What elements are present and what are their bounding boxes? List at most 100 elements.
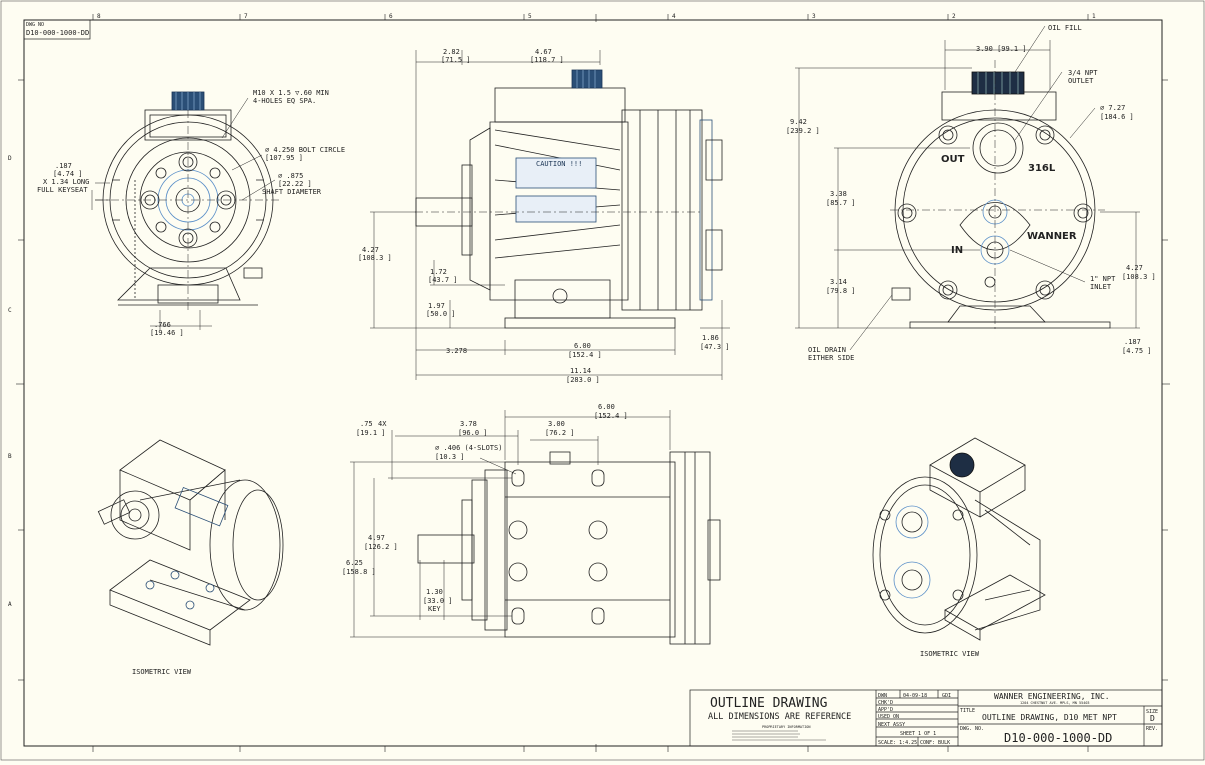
corner-number: D10-000-1000-DD: [26, 29, 89, 37]
side-d5-1: 1.97: [428, 302, 445, 310]
title-proprietary: PROPRIETARY INFORMATION: [762, 725, 810, 729]
zone-letter-c: C: [8, 307, 12, 314]
title-dwn-date: 04-09-18: [903, 693, 927, 699]
title-conf-label: CONF: BULK: [920, 740, 950, 746]
zone-letter-d: D: [8, 155, 12, 162]
front-shaft-3: SHAFT DIAMETER: [262, 188, 322, 196]
side-d8-1: 11.14: [570, 367, 591, 375]
bottom-d3-1: 3.78: [460, 420, 477, 428]
rear-d7-1: .187: [1124, 338, 1141, 346]
title-dwg-no-label: DWG. NO.: [960, 726, 984, 732]
zone-number-6: 6: [389, 13, 393, 20]
front-keyseat-4: FULL KEYSEAT: [37, 186, 88, 194]
rear-d6-1: 4.27: [1126, 264, 1143, 272]
bottom-d3-2: [96.0 ]: [458, 429, 488, 437]
rear-outlet-1: 3/4 NPT: [1068, 69, 1098, 77]
rear-oil-fill: OIL FILL: [1048, 24, 1082, 32]
rear-d2-1: ⌀ 7.27: [1100, 104, 1125, 112]
rear-outlet-2: OUTLET: [1068, 77, 1094, 85]
title-scale-label: SCALE: 1:4.25: [878, 740, 917, 746]
title-dwg-no-value: D10-000-1000-DD: [1004, 731, 1112, 745]
corner-label: DWG NO: [26, 22, 44, 28]
front-hole-note-1: M10 X 1.5 ▽.60 MIN: [253, 89, 329, 97]
rear-d6-2: [108.3 ]: [1122, 273, 1156, 281]
title-company: WANNER ENGINEERING, INC.: [994, 692, 1110, 701]
front-shaft-2: [22.22 ]: [278, 180, 312, 188]
bottom-d4-1: 3.00: [548, 420, 565, 428]
front-keyseat-2: [4.74 ]: [53, 170, 83, 178]
rear-oil-drain-1: OIL DRAIN: [808, 346, 846, 354]
side-view: [370, 50, 730, 380]
bottom-view: [350, 410, 721, 645]
front-keyseat-1: .187: [55, 162, 72, 170]
front-view: [91, 91, 280, 330]
title-chkd-label: CHK'D: [878, 700, 893, 706]
title-sheet-label: SHEET 1 OF 1: [900, 731, 936, 737]
bottom-d6-2: [126.2 ]: [364, 543, 398, 551]
side-d1-1: 2.82: [443, 48, 460, 56]
zone-number-5: 5: [528, 13, 532, 20]
isometric-view-right: [872, 437, 1046, 641]
bottom-d6-1: 4.97: [368, 534, 385, 542]
side-d5-2: [50.0 ]: [426, 310, 456, 318]
title-address: 1204 CHESTNUT AVE. MPLS, MN 55403: [1020, 701, 1090, 705]
zone-number-4: 4: [672, 13, 676, 20]
title-dwn-initials: GDI: [942, 693, 951, 699]
zone-letter-a: A: [8, 601, 12, 608]
bottom-d2-1: .75: [360, 420, 373, 428]
title-appd-label: APP'D: [878, 707, 893, 713]
rear-material: 316L: [1028, 163, 1056, 174]
title-all-dimensions: ALL DIMENSIONS ARE REFERENCE: [708, 712, 851, 722]
zone-number-2: 2: [952, 13, 956, 20]
bottom-d4-2: [76.2 ]: [545, 429, 575, 437]
proprietary-notice-lines: [732, 730, 826, 741]
side-d2-1: 4.67: [535, 48, 552, 56]
zone-letter-b: B: [8, 453, 12, 460]
isometric-label-right: ISOMETRIC VIEW: [920, 650, 980, 658]
bottom-d2-3: [19.1 ]: [356, 429, 386, 437]
front-bottom-1: .766: [154, 321, 171, 329]
title-block: [689, 689, 1163, 747]
rear-d2-2: [184.6 ]: [1100, 113, 1134, 121]
rear-inlet-2: INLET: [1090, 283, 1112, 291]
bottom-d1-1: 6.00: [598, 403, 615, 411]
bottom-d7-1: 6.25: [346, 559, 363, 567]
side-d9-1: 1.86: [702, 334, 719, 342]
bottom-d1-2: [152.4 ]: [594, 412, 628, 420]
title-size-label: SIZE: [1146, 709, 1158, 715]
rear-d5-1: 3.14: [830, 278, 847, 286]
rear-d7-2: [4.75 ]: [1122, 347, 1152, 355]
isometric-view-left: [97, 439, 284, 646]
side-d9-2: [47.3 ]: [700, 343, 730, 351]
rear-d1: 3.90 [99.1 ]: [976, 45, 1027, 53]
side-d3-1: 4.27: [362, 246, 379, 254]
bottom-d8-1: 1.30: [426, 588, 443, 596]
front-bottom-2: [19.46 ]: [150, 329, 184, 337]
isometric-label-left: ISOMETRIC VIEW: [132, 668, 192, 676]
rear-inlet-1: 1" NPT: [1090, 275, 1116, 283]
front-bolt-circle-2: [107.95 ]: [265, 154, 303, 162]
front-keyseat-3: X 1.34 LONG: [43, 178, 89, 186]
title-outline-drawing: OUTLINE DRAWING: [710, 696, 828, 711]
zone-number-8: 8: [97, 13, 101, 20]
zone-number-1: 1: [1092, 13, 1096, 20]
side-d6-1: 3.278: [446, 347, 467, 355]
title-rev-label: REV.: [1146, 726, 1158, 732]
rear-view: [795, 25, 1140, 351]
rear-out-label: OUT: [941, 154, 965, 165]
side-d7-2: [152.4 ]: [568, 351, 602, 359]
front-bolt-circle-1: ⌀ 4.250 BOLT CIRCLE: [265, 146, 345, 154]
title-used-on-label: USED ON: [878, 714, 899, 720]
side-d1-2: [71.5 ]: [441, 56, 471, 64]
rear-d3-1: 9.42: [790, 118, 807, 126]
rear-d3-2: [239.2 ]: [786, 127, 820, 135]
bottom-d2-2: 4X: [378, 420, 387, 428]
rear-oil-drain-2: EITHER SIDE: [808, 354, 854, 362]
corner-drawing-number: DWG NO D10-000-1000-DD: [23, 19, 91, 40]
side-d2-2: [118.7 ]: [530, 56, 564, 64]
bottom-d5-1: ⌀ .406 (4-SLOTS): [435, 444, 502, 452]
side-d4-2: [43.7 ]: [428, 276, 458, 284]
rear-brand: WANNER: [1027, 231, 1077, 242]
